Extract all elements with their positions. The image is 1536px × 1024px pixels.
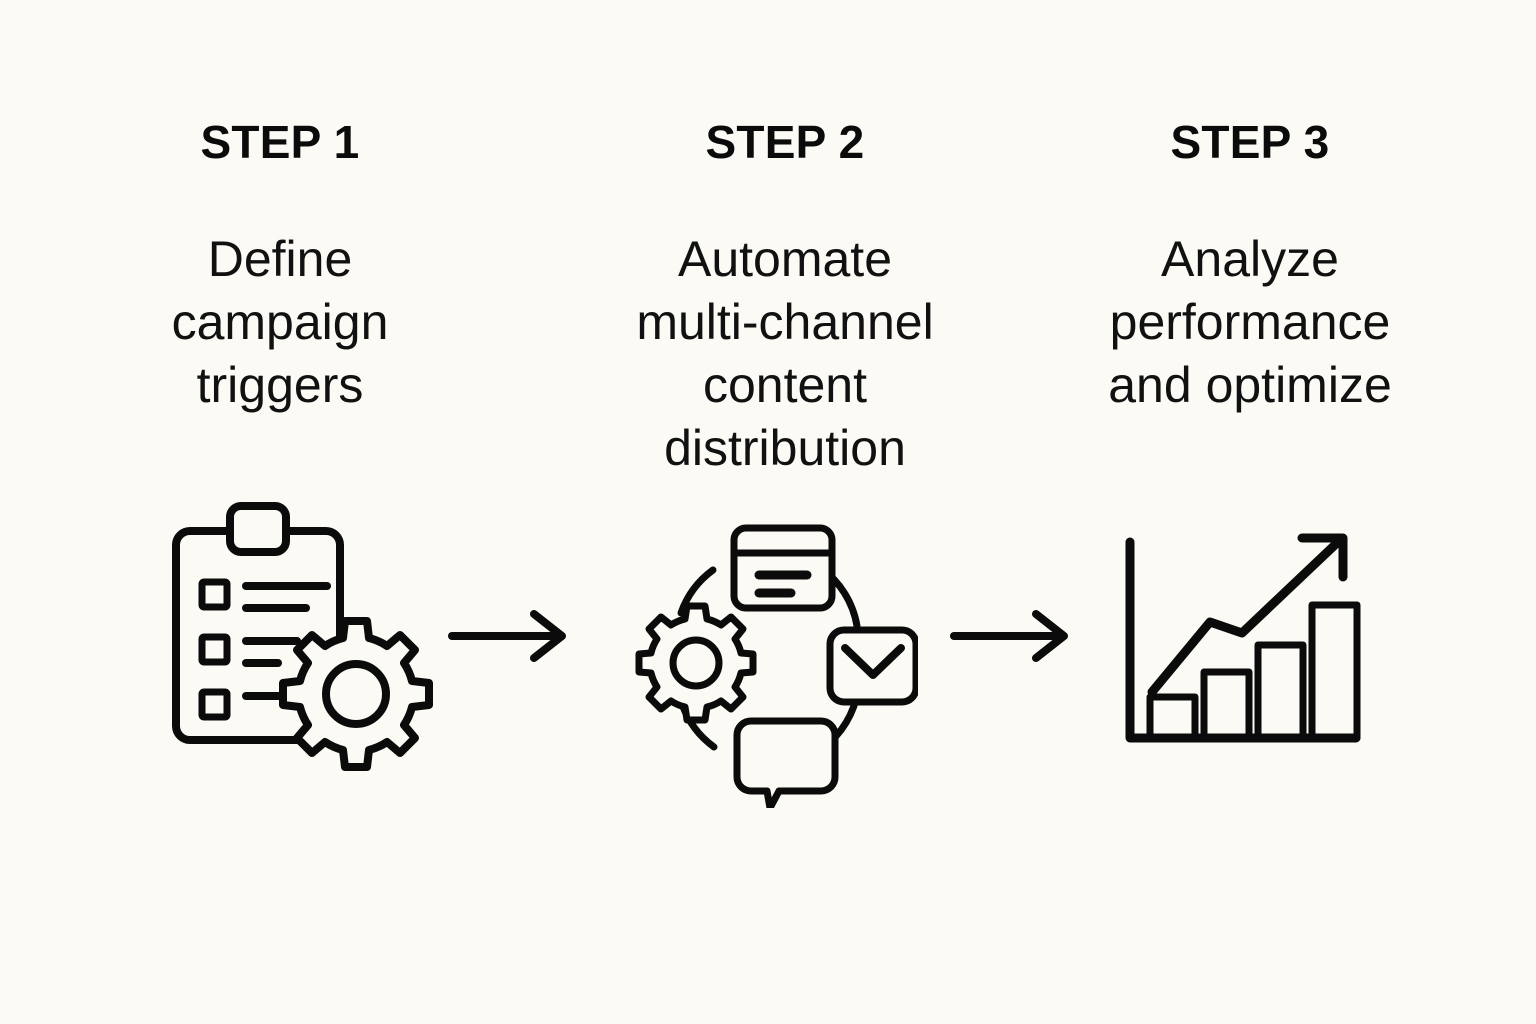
step-3-description-line-2: performance — [1109, 294, 1391, 351]
arrow-head — [1032, 610, 1068, 662]
step-column-3: STEP 3 Analyze performance and optimize — [1040, 118, 1460, 417]
envelope-flap — [841, 644, 905, 679]
chart-bar-3 — [1254, 641, 1307, 742]
step-2-description-line-3: content — [702, 357, 867, 414]
chart-axes — [1125, 537, 1361, 743]
step-3-title: STEP 3 — [1170, 116, 1330, 168]
card-frame — [730, 524, 836, 612]
arrow-head — [530, 610, 566, 662]
step-2-description-line-2: multi-channel — [636, 294, 934, 351]
arrow-step1-to-step2 — [448, 606, 578, 666]
step-1-description-line-1: Define — [207, 231, 353, 288]
chart-bar-4 — [1308, 601, 1361, 742]
clipboard-clip — [226, 502, 290, 556]
chart-bar-1 — [1146, 693, 1199, 742]
step-2-description-line-1: Automate — [677, 231, 892, 288]
speech-bubble-icon — [733, 717, 839, 808]
step-column-1: STEP 1 Define campaign triggers — [70, 118, 490, 417]
gear-icon — [635, 602, 757, 724]
chart-bar-2 — [1200, 668, 1253, 742]
gear-icon — [279, 617, 433, 771]
cycle-arc-top-left — [677, 566, 717, 617]
clipboard-board — [172, 527, 344, 744]
gear-hub — [669, 636, 723, 690]
checklist-checkbox-3 — [198, 688, 231, 721]
clipboard-checklist-gear-icon — [160, 498, 440, 773]
envelope-icon — [826, 626, 918, 706]
step-3-description: Analyze performance and optimize — [1040, 228, 1460, 417]
step-1-description-line-2: campaign — [171, 294, 389, 351]
step-3-description-line-1: Analyze — [1161, 231, 1339, 288]
step-2-description: Automate multi-channel content distribut… — [575, 228, 995, 480]
step-2-title: STEP 2 — [705, 116, 865, 168]
step-1-title: STEP 1 — [200, 116, 360, 168]
bubble-frame — [733, 717, 839, 808]
multichannel-distribution-cycle-icon — [618, 508, 918, 808]
gear-hub — [322, 660, 390, 728]
checklist-checkbox-2 — [198, 633, 231, 666]
arrow-step2-to-step3 — [950, 606, 1080, 666]
chart-trend-arrowhead — [1297, 533, 1348, 582]
checklist-checkbox-1 — [198, 578, 231, 611]
step-1-description-line-3: triggers — [196, 357, 364, 414]
growth-bar-chart-icon — [1112, 522, 1372, 757]
envelope-frame — [826, 626, 918, 706]
chart-trend-line — [1147, 537, 1343, 697]
step-2-description-line-4: distribution — [664, 420, 906, 477]
step-3-description-line-3: and optimize — [1108, 357, 1392, 414]
step-column-2: STEP 2 Automate multi-channel content di… — [575, 118, 995, 480]
browser-card-icon — [730, 524, 836, 612]
step-1-description: Define campaign triggers — [70, 228, 490, 417]
